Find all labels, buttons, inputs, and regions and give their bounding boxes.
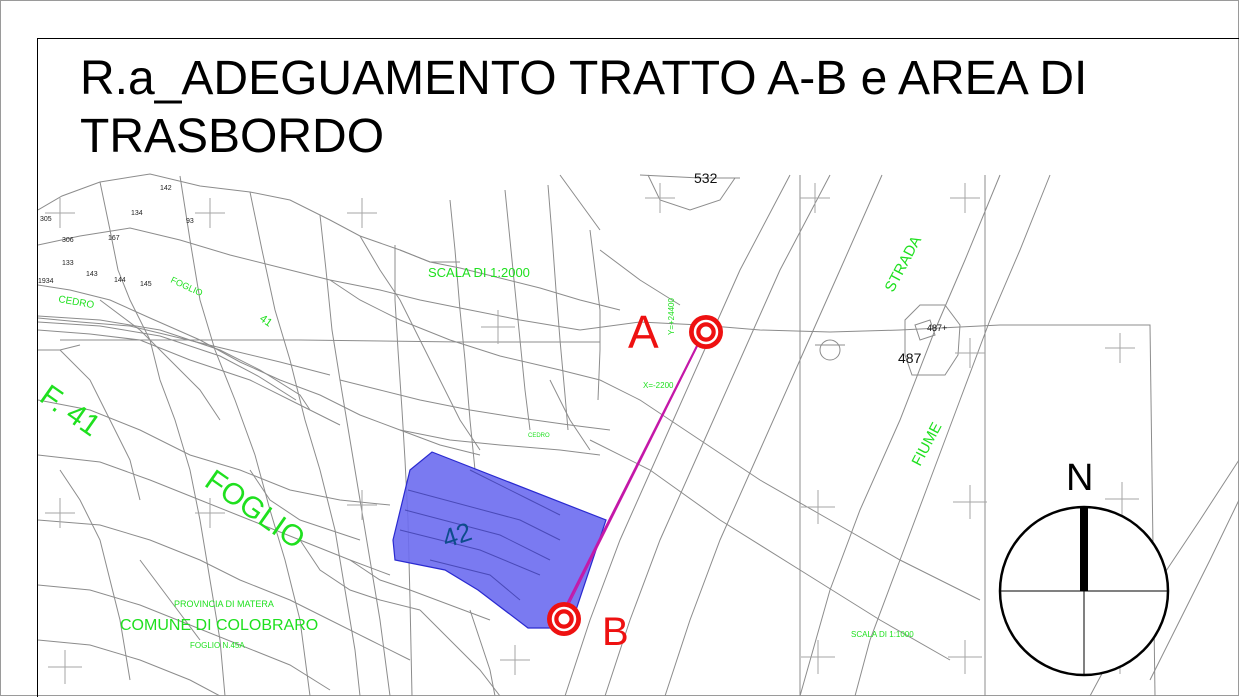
scale-label-1000: SCALA DI 1:1000 (851, 630, 914, 639)
north-label: N (1066, 457, 1093, 499)
sheet-41-label: 41 (257, 313, 274, 330)
parcel-487-small-label: 487+ (927, 323, 947, 333)
svg-text:167: 167 (108, 235, 120, 242)
route-a-b[interactable] (559, 329, 706, 619)
river-label: FIUME (909, 420, 946, 469)
road-label: STRADA (882, 233, 926, 295)
svg-text:93: 93 (186, 218, 194, 225)
point-a-marker[interactable] (689, 315, 723, 349)
svg-text:1934: 1934 (38, 278, 54, 285)
f41-label: F. 41 (34, 379, 106, 443)
svg-text:134: 134 (131, 210, 143, 217)
drawing-border (37, 38, 1239, 697)
svg-text:145: 145 (140, 281, 152, 288)
svg-text:305: 305 (40, 216, 52, 223)
parcel-42-inner-lines (399, 469, 561, 601)
scale-label-2000: SCALA DI 1:2000 (428, 265, 530, 280)
parcel-numbers: 142 134 93 305 306 167 133 143 144 145 1… (38, 185, 194, 288)
municipality-label: COMUNE DI COLOBRARO (120, 617, 318, 634)
coordinate-x-label: X=-2200 (643, 381, 674, 390)
sheet-number-label: FOGLIO N.45A (190, 641, 245, 650)
highlighted-parcel[interactable] (392, 451, 607, 629)
cedro-label-2: CEDRO (528, 433, 550, 439)
point-a-label: A (628, 306, 659, 358)
page-title: R.a_ADEGUAMENTO TRATTO A-B e AREA DI TRA… (80, 52, 1088, 163)
svg-text:143: 143 (86, 271, 98, 278)
cedro-label: CEDRO (57, 294, 95, 311)
coordinate-y-label: Y=+24400 (667, 298, 676, 335)
svg-text:133: 133 (62, 260, 74, 267)
parcel-487-label: 487 (898, 350, 922, 366)
north-compass (998, 505, 1170, 677)
parcel-532-label: 532 (694, 170, 718, 186)
foglio-small-label: FOGLIO (169, 275, 204, 298)
svg-text:306: 306 (62, 237, 74, 244)
svg-text:144: 144 (114, 277, 126, 284)
parcel-boundaries (38, 173, 1239, 696)
point-b-marker[interactable] (547, 602, 581, 636)
point-b-label: B (602, 610, 629, 654)
province-label: PROVINCIA DI MATERA (174, 599, 274, 609)
svg-text:142: 142 (160, 185, 172, 192)
